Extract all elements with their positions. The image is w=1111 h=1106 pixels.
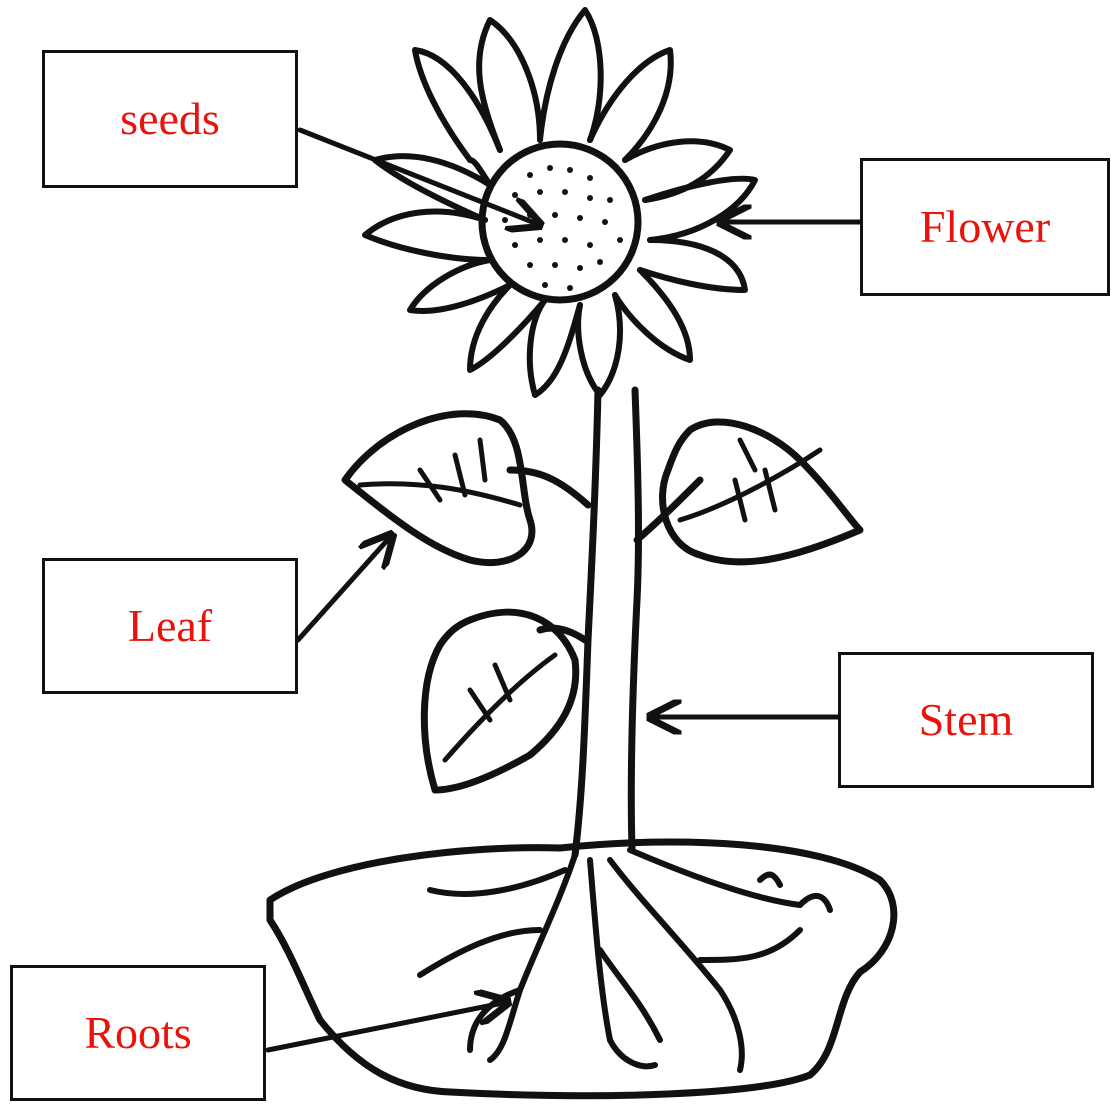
label-roots: Roots [10, 965, 266, 1101]
label-roots-text: Roots [84, 1010, 191, 1056]
roots-icon [420, 850, 830, 1070]
sunflower-head-icon [365, 10, 755, 395]
leaf-lower-left-icon [424, 612, 575, 790]
label-flower: Flower [860, 158, 1110, 296]
label-seeds-text: seeds [120, 96, 220, 142]
leaf-arrow [298, 535, 392, 640]
soil-mound-icon [270, 842, 894, 1096]
label-leaf: Leaf [42, 558, 298, 694]
label-seeds: seeds [42, 50, 298, 188]
label-stem-text: Stem [919, 697, 1014, 743]
leaf-upper-left-icon [345, 414, 532, 563]
label-stem: Stem [838, 652, 1094, 788]
label-leaf-text: Leaf [128, 603, 212, 649]
label-flower-text: Flower [920, 204, 1050, 250]
seed-dots-icon [502, 165, 623, 291]
